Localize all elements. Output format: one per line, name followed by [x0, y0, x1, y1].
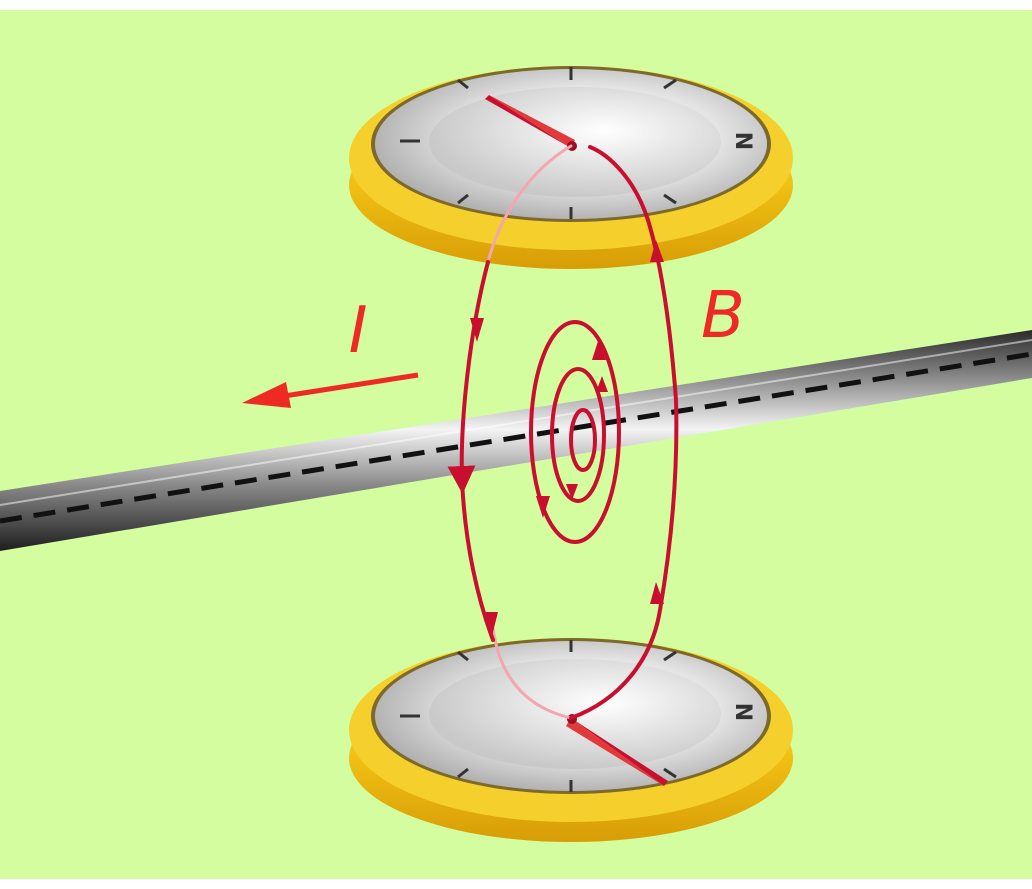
- field-line-ring-3: [569, 408, 597, 472]
- field-line-back: [486, 144, 573, 720]
- compass-top: N: [349, 66, 793, 269]
- wire: [0, 330, 1032, 551]
- arrow-left-icon: [242, 372, 419, 408]
- compass-north-label: N: [730, 703, 755, 721]
- compass-ticks: [400, 67, 677, 219]
- field-label: B: [701, 279, 745, 353]
- compass-north-label: N: [730, 132, 755, 150]
- field-line-ring-2: [550, 367, 606, 503]
- field-line-outer-right: [569, 145, 679, 720]
- field-line-ring-1: [529, 320, 621, 544]
- compass-ticks: [400, 640, 677, 792]
- field-arrowheads: [470, 240, 664, 636]
- current-label: I: [349, 294, 368, 368]
- compass-bottom: N: [349, 638, 793, 842]
